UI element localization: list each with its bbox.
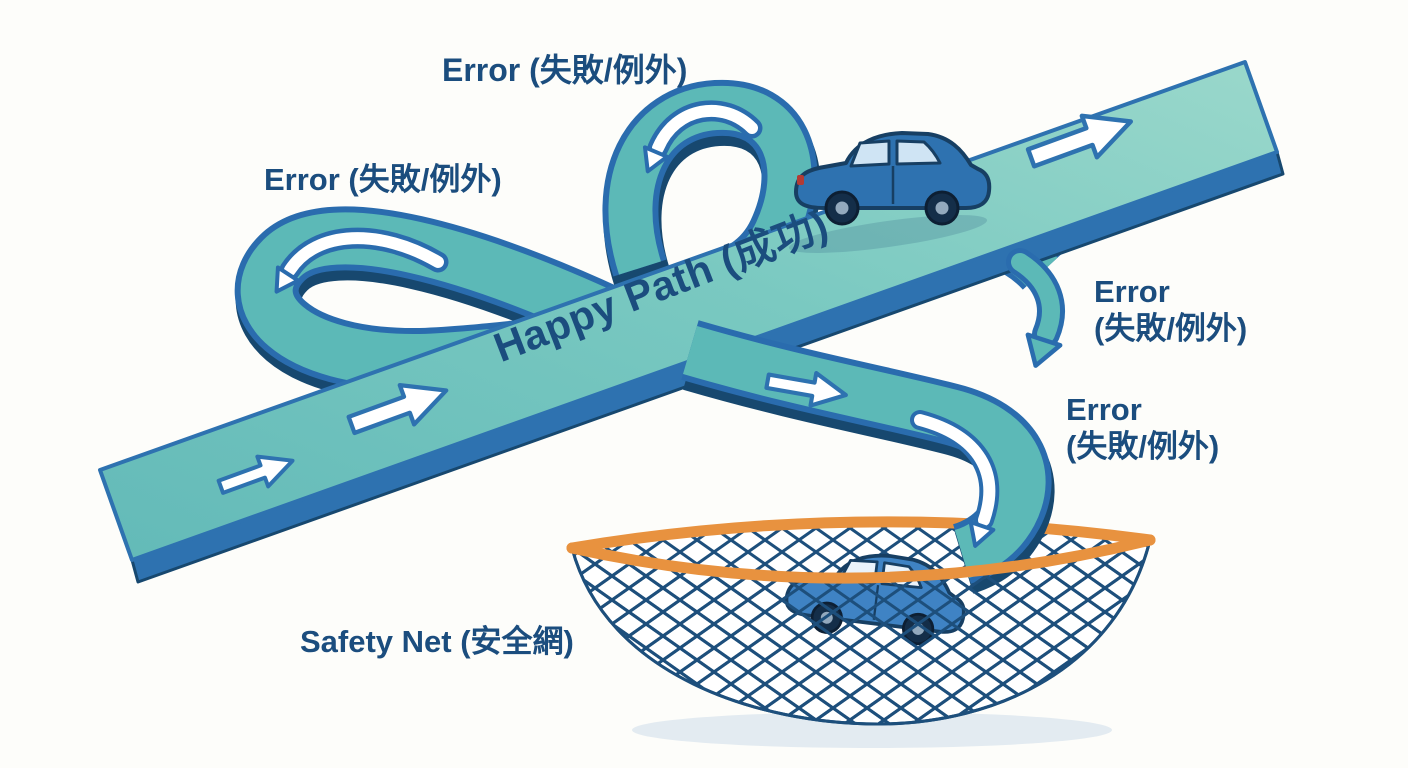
descent-curved-arrow-icon [910, 410, 1000, 552]
safety-net-front [566, 534, 1156, 726]
error-label-left: Error (失敗/例外) [264, 162, 502, 197]
car-wheel-front-hub [935, 201, 949, 215]
error-label-lower: Error (失敗/例外) [1066, 392, 1219, 465]
car-front-window [895, 139, 942, 166]
error-label-right-line2: (失敗/例外) [1094, 310, 1248, 346]
car-on-road [788, 131, 992, 253]
error-label-right-line1: Error [1094, 274, 1170, 309]
net-rim-front [566, 534, 1156, 584]
car-wheel-rear-hub [835, 201, 849, 215]
net-shadow [632, 712, 1112, 748]
car-rear-window [849, 139, 891, 168]
error-label-lower-line2: (失敗/例外) [1066, 428, 1220, 464]
error-label-top: Error (失敗/例外) [442, 52, 688, 88]
exit-right-hook-arrow-icon [1006, 248, 1065, 371]
net-rim-back [566, 516, 1156, 554]
loop-left-curved-arrow-icon [264, 227, 449, 301]
loop-top-curved-arrow-icon [637, 100, 763, 176]
error-label-lower-line1: Error [1066, 392, 1142, 427]
safety-net-label: Safety Net (安全網) [300, 624, 574, 659]
car-taillight [797, 175, 804, 185]
error-label-right: Error (失敗/例外) [1094, 274, 1247, 347]
